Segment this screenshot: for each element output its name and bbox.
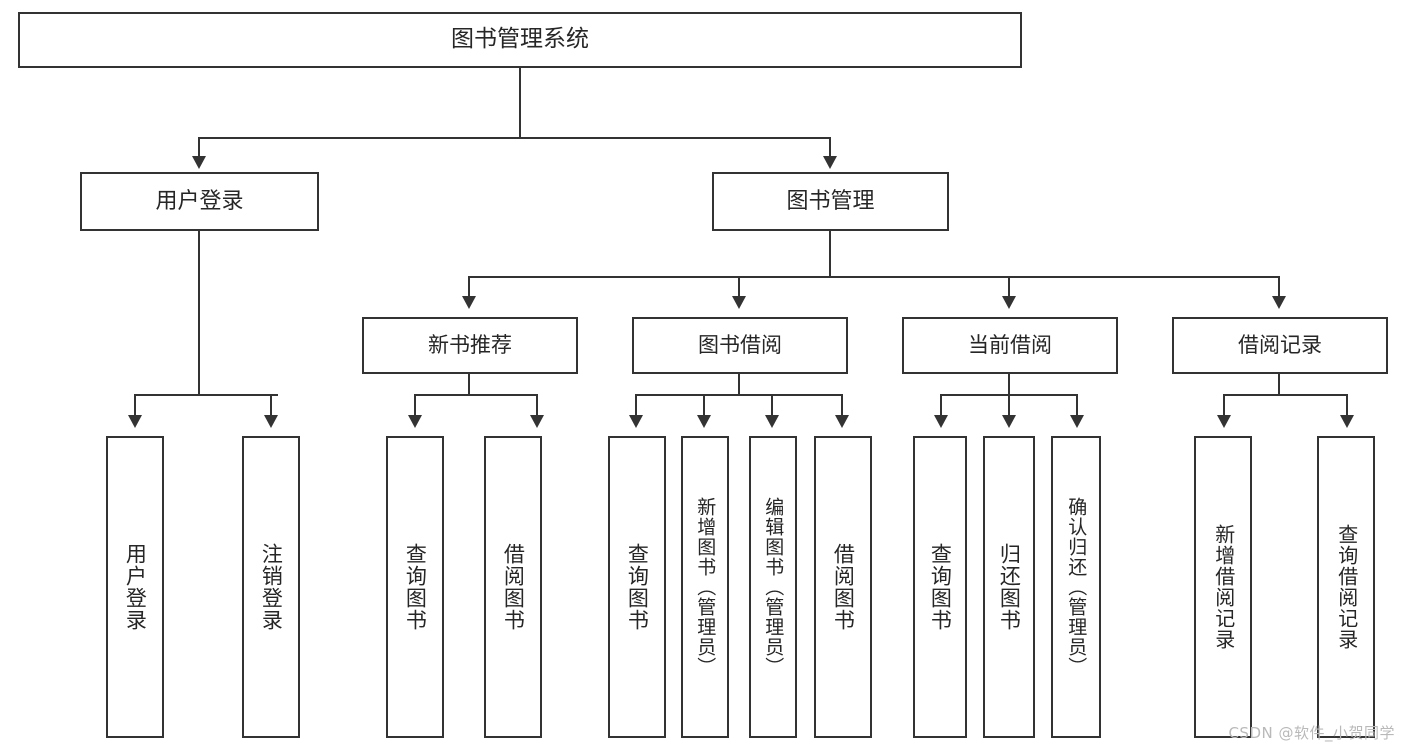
edge-book-mgmt-to-current-borrow [1008, 276, 1010, 299]
node-label: 查询图书 [403, 543, 428, 631]
arrowhead-book-borrow-leaf-3 [765, 415, 779, 428]
leaf-confirm-return-admin[interactable]: 确认归还（管理员） [1051, 436, 1101, 738]
arrowhead-borrow-record-leaf-2 [1340, 415, 1354, 428]
leaf-new-book-borrow[interactable]: 借阅图书 [484, 436, 542, 738]
node-label: 查询借阅记录 [1334, 524, 1359, 650]
leaf-query-borrow-record[interactable]: 查询借阅记录 [1317, 436, 1375, 738]
arrowhead-book-mgmt-borrow-record [1272, 296, 1286, 309]
node-label: 查询图书 [928, 543, 953, 631]
edge-current-borrow-stem [1008, 374, 1010, 396]
node-label: 图书管理 [786, 188, 875, 214]
leaf-user-login[interactable]: 用户登录 [106, 436, 164, 738]
edge-current-borrow-to-leaf-2 [1008, 394, 1010, 418]
edge-book-borrow-to-leaf-3 [771, 394, 773, 418]
node-label: 借阅图书 [831, 543, 856, 631]
node-book-borrow[interactable]: 图书借阅 [632, 317, 848, 374]
arrowhead-book-mgmt-current-borrow [1002, 296, 1016, 309]
node-user-login[interactable]: 用户登录 [80, 172, 319, 231]
edge-new-book-to-leaf-1 [414, 394, 416, 418]
edge-current-borrow-to-leaf-1 [940, 394, 942, 418]
node-root-system[interactable]: 图书管理系统 [18, 12, 1022, 68]
edge-new-book-to-leaf-2 [536, 394, 538, 418]
node-label: 查询图书 [625, 543, 650, 631]
edge-book-borrow-to-leaf-4 [841, 394, 843, 418]
node-label: 注销登录 [259, 543, 284, 631]
edge-book-borrow-bus [635, 394, 843, 396]
node-borrow-record[interactable]: 借阅记录 [1172, 317, 1388, 374]
arrowhead-new-book-leaf-1 [408, 415, 422, 428]
edge-user-login-to-leaf-2 [270, 394, 272, 418]
edge-book-borrow-stem [738, 374, 740, 396]
edge-root-to-book-mgmt [829, 137, 831, 159]
arrowhead-book-borrow-leaf-1 [629, 415, 643, 428]
edge-new-book-stem [468, 374, 470, 396]
arrowhead-root-to-user-login [192, 156, 206, 169]
edge-book-borrow-to-leaf-2 [703, 394, 705, 418]
edge-book-borrow-to-leaf-1 [635, 394, 637, 418]
leaf-add-book-admin[interactable]: 新增图书（管理员） [681, 436, 729, 738]
node-label: 图书管理系统 [451, 26, 589, 53]
leaf-new-book-query[interactable]: 查询图书 [386, 436, 444, 738]
leaf-add-borrow-record[interactable]: 新增借阅记录 [1194, 436, 1252, 738]
edge-borrow-record-stem [1278, 374, 1280, 396]
edge-book-mgmt-stem [829, 231, 831, 278]
node-label: 借阅图书 [501, 543, 526, 631]
node-label: 新增借阅记录 [1211, 524, 1236, 650]
node-label: 用户登录 [123, 543, 148, 631]
node-label: 确认归还（管理员） [1065, 497, 1088, 677]
edge-new-book-bus [414, 394, 538, 396]
leaf-borrow-book[interactable]: 借阅图书 [814, 436, 872, 738]
edge-book-mgmt-to-book-borrow [738, 276, 740, 299]
edge-borrow-record-bus [1223, 394, 1348, 396]
node-new-book-recommend[interactable]: 新书推荐 [362, 317, 578, 374]
edge-user-login-to-leaf-1 [134, 394, 136, 418]
node-label: 借阅记录 [1238, 333, 1322, 358]
leaf-current-query-book[interactable]: 查询图书 [913, 436, 967, 738]
arrowhead-root-to-book-mgmt [823, 156, 837, 169]
arrowhead-current-borrow-leaf-1 [934, 415, 948, 428]
edge-current-borrow-to-leaf-3 [1076, 394, 1078, 418]
edge-book-mgmt-bus [468, 276, 1280, 278]
node-label: 新增图书（管理员） [694, 497, 717, 677]
node-book-management[interactable]: 图书管理 [712, 172, 949, 231]
arrowhead-book-borrow-leaf-4 [835, 415, 849, 428]
edge-borrow-record-to-leaf-2 [1346, 394, 1348, 418]
edge-book-mgmt-to-borrow-record [1278, 276, 1280, 299]
node-label: 用户登录 [155, 188, 244, 214]
edge-user-login-stem [198, 231, 200, 396]
node-label: 图书借阅 [698, 333, 782, 358]
arrowhead-book-mgmt-book-borrow [732, 296, 746, 309]
node-current-borrow[interactable]: 当前借阅 [902, 317, 1118, 374]
arrowhead-user-login-leaf-1 [128, 415, 142, 428]
edge-root-to-user-login [198, 137, 200, 159]
arrowhead-book-mgmt-new-book [462, 296, 476, 309]
node-label: 归还图书 [997, 543, 1022, 631]
leaf-logout[interactable]: 注销登录 [242, 436, 300, 738]
arrowhead-user-login-leaf-2 [264, 415, 278, 428]
leaf-borrow-query-book[interactable]: 查询图书 [608, 436, 666, 738]
edge-root-stem [519, 68, 521, 138]
edge-book-mgmt-to-new-book [468, 276, 470, 299]
node-label: 编辑图书（管理员） [762, 497, 785, 677]
arrowhead-current-borrow-leaf-3 [1070, 415, 1084, 428]
node-label: 当前借阅 [968, 333, 1052, 358]
edge-user-login-bus [134, 394, 278, 396]
arrowhead-book-borrow-leaf-2 [697, 415, 711, 428]
leaf-edit-book-admin[interactable]: 编辑图书（管理员） [749, 436, 797, 738]
edge-root-bus [198, 137, 831, 139]
csdn-watermark: CSDN @软件_小贺同学 [1228, 724, 1395, 742]
leaf-return-book[interactable]: 归还图书 [983, 436, 1035, 738]
node-label: 新书推荐 [428, 333, 512, 358]
arrowhead-new-book-leaf-2 [530, 415, 544, 428]
arrowhead-borrow-record-leaf-1 [1217, 415, 1231, 428]
arrowhead-current-borrow-leaf-2 [1002, 415, 1016, 428]
edge-borrow-record-to-leaf-1 [1223, 394, 1225, 418]
